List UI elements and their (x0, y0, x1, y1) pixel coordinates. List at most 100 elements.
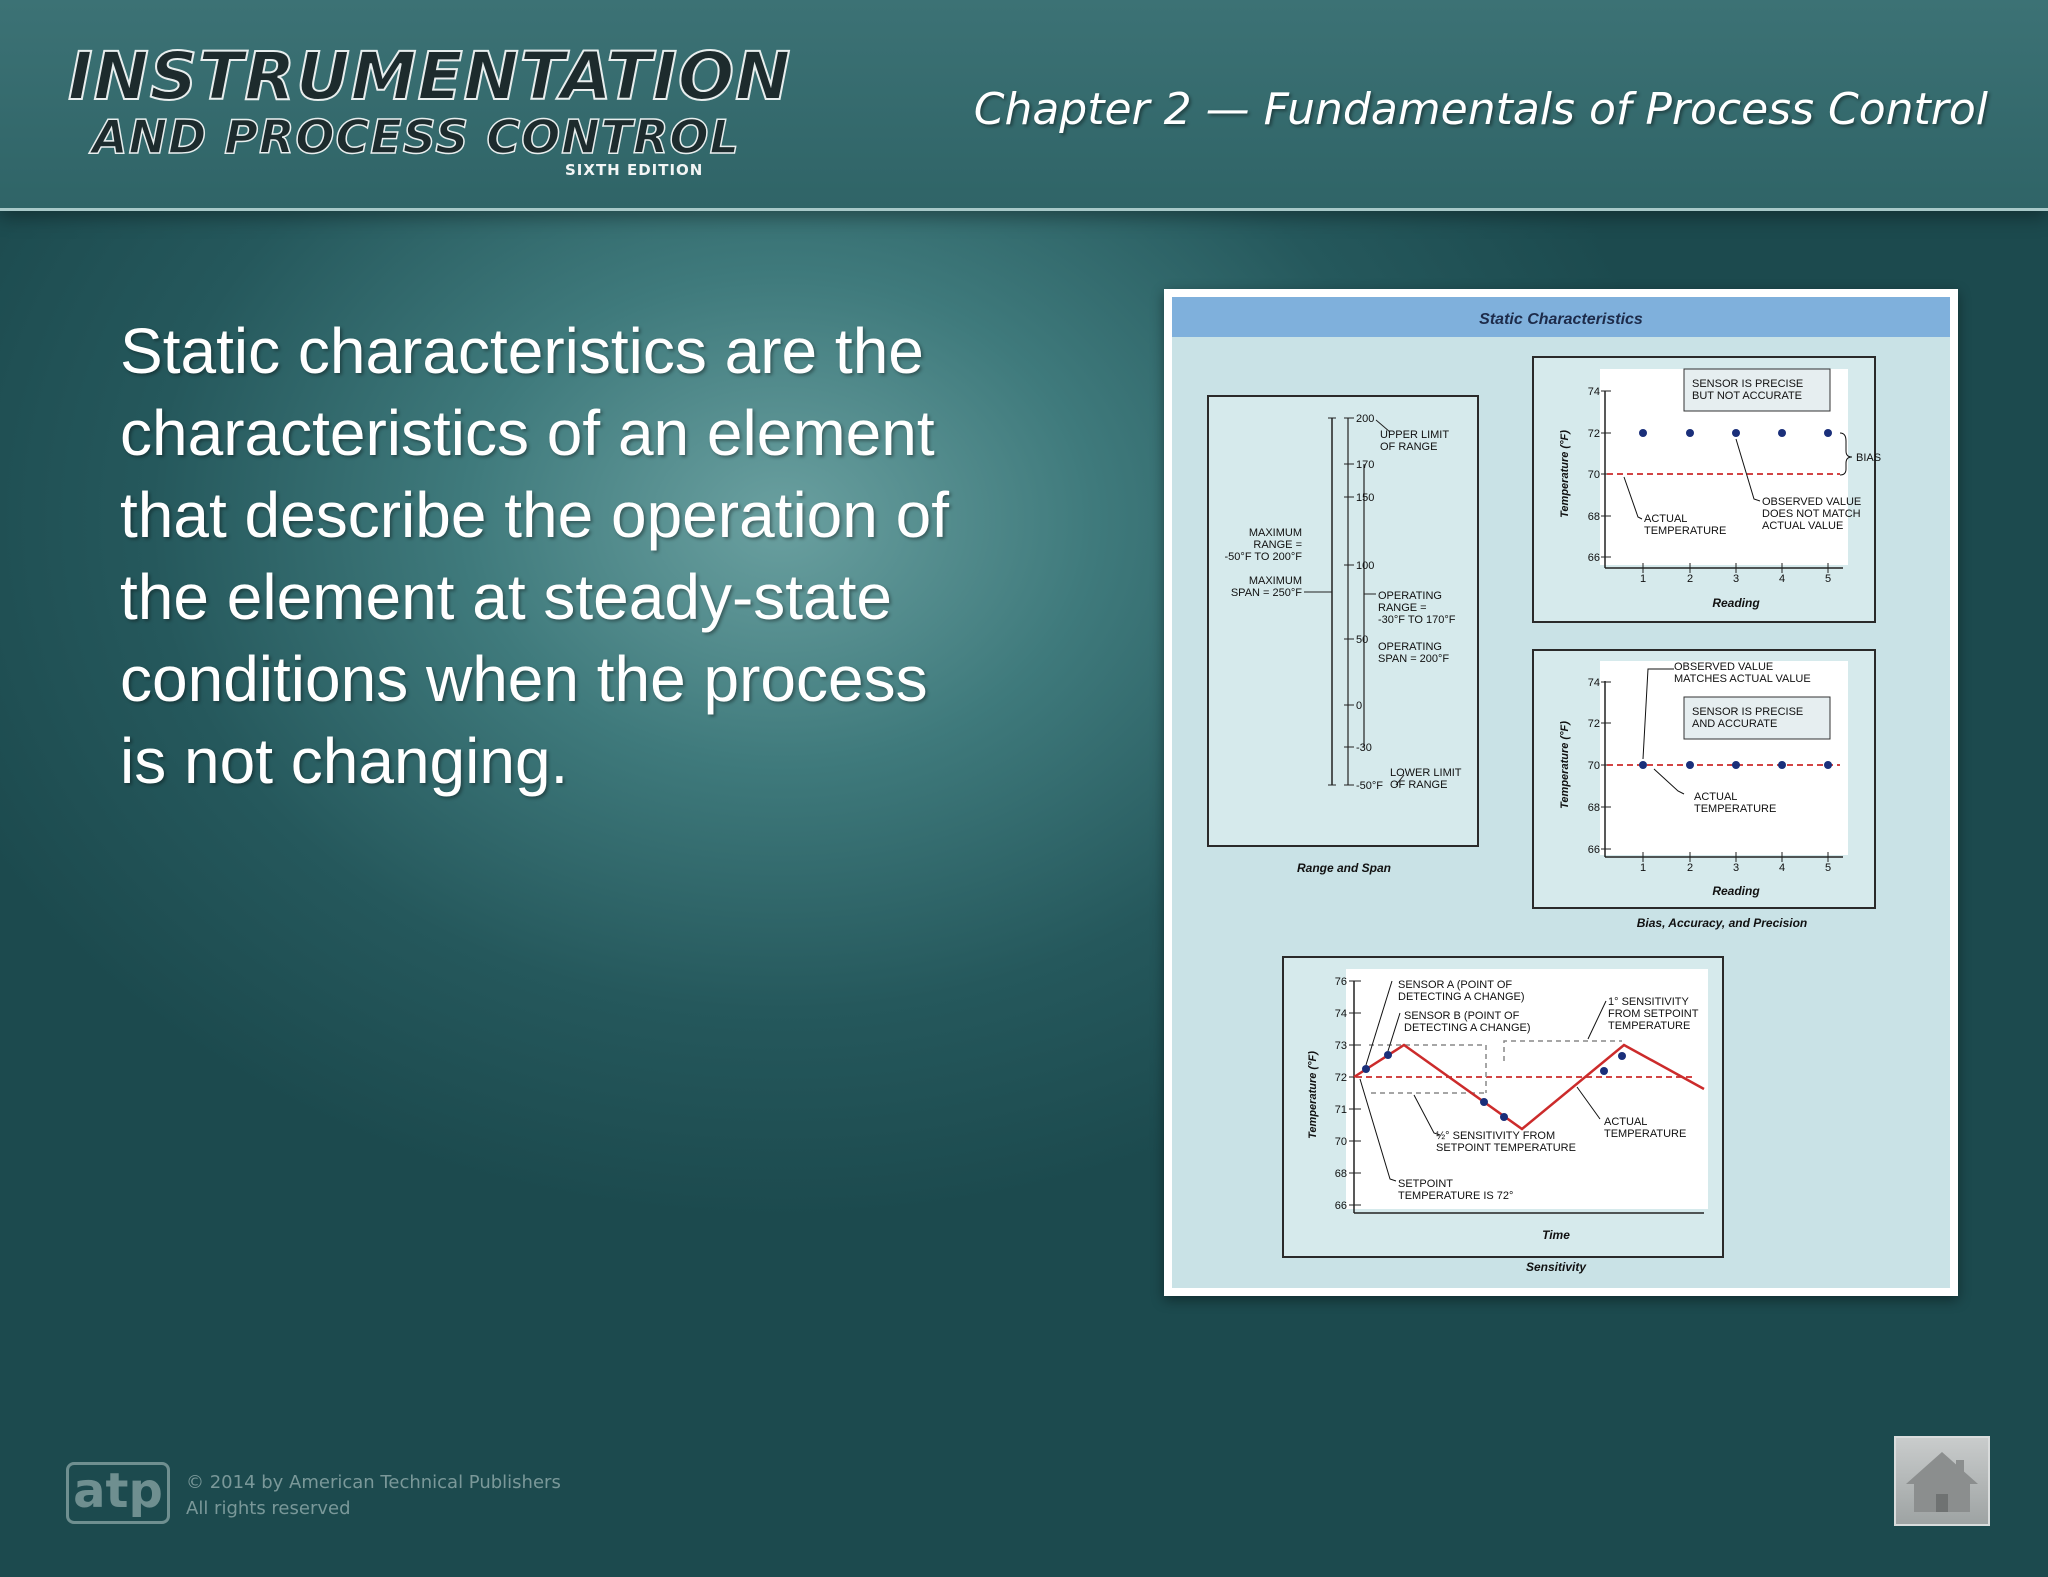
sens-ytick-74: 74 (1335, 1008, 1347, 1020)
max-range-1: MAXIMUM (1249, 527, 1302, 539)
chart1-actual-2: TEMPERATURE (1644, 525, 1726, 537)
chart1-ytick-70: 70 (1588, 469, 1600, 481)
chart2-ylabel: Temperature (°F) (1559, 721, 1571, 809)
range-span-panel: 200 170 150 100 50 0 -30 -50°F UPPER LIM… (1207, 395, 1479, 875)
chart1-observed-1: OBSERVED VALUE (1762, 496, 1861, 508)
operating-range-2: RANGE = (1378, 602, 1427, 614)
chart2-ytick-68: 68 (1588, 802, 1600, 814)
book-logo: INSTRUMENTATION AND PROCESS CONTROL SIXT… (67, 37, 791, 183)
range-tick-200: 200 (1356, 413, 1374, 425)
sensitivity-chart: 76 74 73 72 71 70 68 66 Temperature (°F)… (1282, 956, 1724, 1274)
sens-ytick-73: 73 (1335, 1040, 1347, 1052)
chart2-ytick-74: 74 (1588, 677, 1600, 689)
chart1-observed-3: ACTUAL VALUE (1762, 520, 1843, 532)
chart2-box-1: SENSOR IS PRECISE (1692, 706, 1803, 718)
chart1-box-2: BUT NOT ACCURATE (1692, 390, 1802, 402)
copyright-line-2: All rights reserved (186, 1498, 351, 1519)
bias-caption: Bias, Accuracy, and Precision (1637, 916, 1808, 930)
sens-xlabel: Time (1542, 1228, 1570, 1242)
figure-title-bar (1172, 297, 1950, 337)
chapter-title: Chapter 2 — Fundamentals of Process Cont… (973, 84, 1988, 135)
chart2-top-2: MATCHES ACTUAL VALUE (1674, 673, 1811, 685)
max-range-2: RANGE = (1253, 539, 1302, 551)
home-icon (1906, 1452, 1978, 1512)
range-tick-minus30: -30 (1356, 742, 1372, 754)
one-deg-2: FROM SETPOINT (1608, 1008, 1699, 1020)
slide-header: INSTRUMENTATION AND PROCESS CONTROL SIXT… (0, 0, 2048, 211)
logo-line-1: INSTRUMENTATION (67, 37, 792, 116)
chart2-xtick-4: 4 (1779, 862, 1785, 874)
sensor-a-2: DETECTING A CHANGE) (1398, 991, 1525, 1003)
range-span-caption: Range and Span (1297, 861, 1391, 875)
figure-title: Static Characteristics (1479, 311, 1643, 328)
sens-ytick-68: 68 (1335, 1168, 1347, 1180)
chart1-ytick-66: 66 (1588, 552, 1600, 564)
chart1-actual-1: ACTUAL (1644, 513, 1687, 525)
upper-limit-1: UPPER LIMIT (1380, 429, 1449, 441)
static-characteristics-figure: Static Characteristics 200 170 150 100 5… (1164, 289, 1958, 1296)
chart1-xtick-5: 5 (1825, 573, 1831, 585)
operating-range-3: -30°F TO 170°F (1378, 614, 1456, 626)
setpoint-1: SETPOINT (1398, 1178, 1453, 1190)
sens-ylabel: Temperature (°F) (1307, 1051, 1319, 1139)
range-tick-100: 100 (1356, 560, 1374, 572)
operating-span-2: SPAN = 200°F (1378, 653, 1449, 665)
chart1-observed-2: DOES NOT MATCH (1762, 508, 1861, 520)
home-button[interactable] (1894, 1436, 1990, 1526)
sens-ytick-66: 66 (1335, 1200, 1347, 1212)
chart2-box-2: AND ACCURATE (1692, 718, 1777, 730)
operating-range-1: OPERATING (1378, 590, 1442, 602)
chart2-xtick-3: 3 (1733, 862, 1739, 874)
chart2-ytick-66: 66 (1588, 844, 1600, 856)
chart2-top-1: OBSERVED VALUE (1674, 661, 1773, 673)
chart1-ytick-74: 74 (1588, 386, 1600, 398)
chart2-ytick-70: 70 (1588, 760, 1600, 772)
chart1-ytick-72: 72 (1588, 428, 1600, 440)
sensitivity-caption: Sensitivity (1526, 1260, 1587, 1274)
chart2-xtick-2: 2 (1687, 862, 1693, 874)
sensor-a-1: SENSOR A (POINT OF (1398, 979, 1512, 991)
upper-limit-2: OF RANGE (1380, 441, 1437, 453)
logo-line-2: AND PROCESS CONTROL (91, 109, 740, 165)
sens-ytick-72: 72 (1335, 1072, 1347, 1084)
logo-edition: SIXTH EDITION (565, 161, 704, 179)
sensor-b-2: DETECTING A CHANGE) (1404, 1022, 1531, 1034)
sens-ytick-76: 76 (1335, 976, 1347, 988)
chart1-bias-label: BIAS (1856, 452, 1881, 464)
chart2-xtick-5: 5 (1825, 862, 1831, 874)
max-range-3: -50°F TO 200°F (1225, 551, 1303, 563)
lower-limit-2: OF RANGE (1390, 779, 1447, 791)
range-tick-150: 150 (1356, 492, 1374, 504)
one-deg-3: TEMPERATURE (1608, 1020, 1690, 1032)
chart2-xtick-1: 1 (1640, 862, 1646, 874)
atp-logo: atp (66, 1462, 170, 1524)
sens-actual-2: TEMPERATURE (1604, 1128, 1686, 1140)
chart1-xtick-1: 1 (1640, 573, 1646, 585)
operating-span-1: OPERATING (1378, 641, 1442, 653)
range-tick-170: 170 (1356, 459, 1374, 471)
chart2-ytick-72: 72 (1588, 718, 1600, 730)
chart1-xtick-4: 4 (1779, 573, 1785, 585)
half-deg-2: SETPOINT TEMPERATURE (1436, 1142, 1576, 1154)
copyright-line-1: © 2014 by American Technical Publishers (186, 1472, 561, 1493)
chart1-ylabel: Temperature (°F) (1559, 430, 1571, 518)
one-deg-1: 1° SENSITIVITY (1608, 996, 1689, 1008)
range-tick-50: 50 (1356, 634, 1368, 646)
lower-limit-1: LOWER LIMIT (1390, 767, 1462, 779)
range-tick-minus50: -50°F (1356, 780, 1383, 792)
sens-ytick-71: 71 (1335, 1104, 1347, 1116)
max-span-2: SPAN = 250°F (1231, 587, 1302, 599)
bias-chart-1: 74 72 70 68 66 1 2 3 4 5 Temperature (°F… (1532, 356, 1881, 623)
chart1-xtick-3: 3 (1733, 573, 1739, 585)
setpoint-2: TEMPERATURE IS 72° (1398, 1190, 1513, 1202)
sens-actual-1: ACTUAL (1604, 1116, 1647, 1128)
range-tick-0: 0 (1356, 700, 1362, 712)
copyright: © 2014 by American Technical Publishers … (186, 1470, 561, 1522)
max-span-1: MAXIMUM (1249, 575, 1302, 587)
chart2-xlabel: Reading (1712, 884, 1760, 898)
bias-chart-2: 74 72 70 68 66 1 2 3 4 5 Temperature (°F… (1532, 649, 1876, 930)
half-deg-1: ½° SENSITIVITY FROM (1436, 1130, 1555, 1142)
chart1-box-1: SENSOR IS PRECISE (1692, 378, 1803, 390)
chart1-ytick-68: 68 (1588, 511, 1600, 523)
sensor-b-1: SENSOR B (POINT OF (1404, 1010, 1520, 1022)
